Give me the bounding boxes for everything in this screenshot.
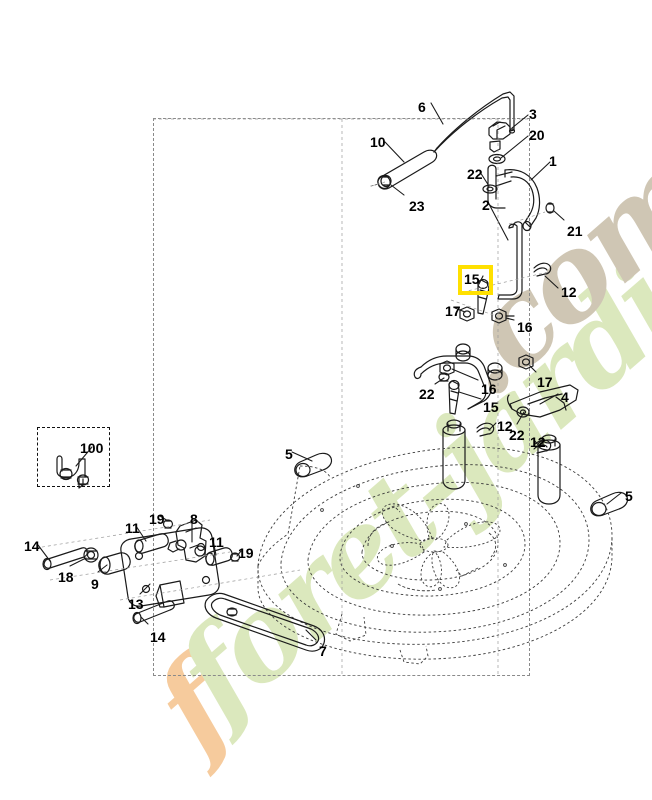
callout-5: 5 bbox=[625, 488, 633, 504]
highlight-box-part-15[interactable] bbox=[458, 265, 493, 295]
callout-2: 2 bbox=[482, 197, 490, 213]
callout-16: 16 bbox=[481, 381, 497, 397]
callout-19: 19 bbox=[238, 545, 254, 561]
callout-6: 6 bbox=[418, 99, 426, 115]
callout-11: 11 bbox=[125, 520, 140, 536]
callout-1: 1 bbox=[549, 153, 557, 169]
callout-19: 19 bbox=[149, 511, 165, 527]
callout-5: 5 bbox=[285, 446, 293, 462]
callout-20: 20 bbox=[529, 127, 545, 143]
callout-100: 100 bbox=[80, 440, 104, 456]
diagram-frame bbox=[153, 118, 530, 676]
callout-14: 14 bbox=[24, 538, 40, 554]
callout-3: 3 bbox=[529, 106, 537, 122]
callout-22: 22 bbox=[467, 166, 483, 182]
callout-15: 15 bbox=[483, 399, 499, 415]
callout-17: 17 bbox=[537, 374, 553, 390]
callout-12: 12 bbox=[530, 434, 546, 450]
callout-12: 12 bbox=[561, 284, 577, 300]
callout-12: 12 bbox=[497, 418, 513, 434]
callout-23: 23 bbox=[409, 198, 425, 214]
callout-17: 17 bbox=[445, 303, 461, 319]
callout-22: 22 bbox=[509, 427, 525, 443]
inset-box-100 bbox=[37, 427, 110, 487]
callout-13: 13 bbox=[128, 596, 144, 612]
callout-18: 18 bbox=[58, 569, 74, 585]
callout-14: 14 bbox=[150, 629, 166, 645]
callout-11: 11 bbox=[209, 534, 224, 550]
callout-9: 9 bbox=[91, 576, 99, 592]
callout-7: 7 bbox=[319, 643, 327, 659]
callout-22: 22 bbox=[419, 386, 435, 402]
callout-4: 4 bbox=[561, 389, 569, 405]
callout-21: 21 bbox=[567, 223, 583, 239]
callout-15: 15 bbox=[464, 271, 480, 287]
callout-10: 10 bbox=[370, 134, 386, 150]
callout-16: 16 bbox=[517, 319, 533, 335]
callout-8: 8 bbox=[190, 511, 198, 527]
